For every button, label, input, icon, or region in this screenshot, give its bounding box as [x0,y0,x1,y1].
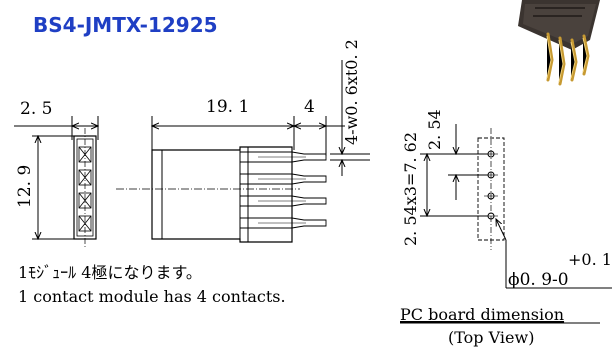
pcb-layout [420,124,612,289]
pitch-total-label: 2. 54x3=7. 62 [401,132,420,246]
note-japanese: 1ﾓｼﾞｭｰﾙ 4極になります。 [18,263,202,282]
pin-size-label: 4-w0. 6xt0. 2 [342,39,361,145]
pcb-caption: PC board dimension [400,305,564,324]
width-dim-label: 2. 5 [20,99,52,119]
hole-tolerance-label: +0. 1 [568,250,612,269]
hole-diameter-label: ϕ0. 9-0 [508,270,569,290]
end-view [14,116,98,248]
pin-length-label: 4 [304,97,315,117]
note-english: 1 contact module has 4 contacts. [18,287,286,306]
pitch-label: 2. 54 [425,109,444,150]
body-length-label: 19. 1 [206,97,249,117]
side-view-pins [240,151,327,229]
pcb-view-caption: (Top View) [448,328,534,347]
part-number-title: BS4-JMTX-12925 [33,13,218,37]
height-dim-label: 12. 9 [15,165,35,208]
side-view [116,60,370,243]
end-view-contacts [78,146,92,232]
connector-image [518,0,600,86]
